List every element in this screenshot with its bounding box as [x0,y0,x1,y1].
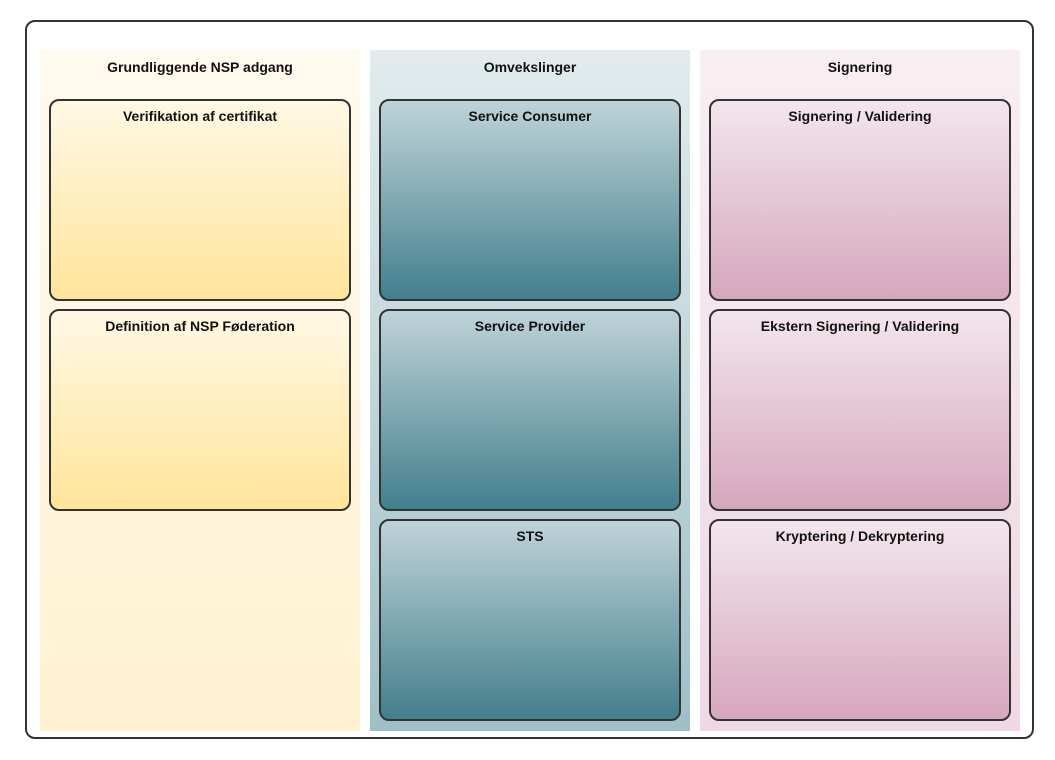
column-signering: Signering Signering / Validering Ekstern… [700,50,1020,731]
card-ekstern-signering-validering: Ekstern Signering / Validering [709,309,1011,511]
card-sts: STS [379,519,681,721]
card-signering-validering: Signering / Validering [709,99,1011,301]
card-title: Ekstern Signering / Validering [760,318,960,334]
column-title: Omvekslinger [483,59,577,75]
column-title: Signering [827,59,893,75]
card-service-consumer: Service Consumer [379,99,681,301]
column-omvekslinger: Omvekslinger Service Consumer Service Pr… [370,50,690,731]
card-title: Signering / Validering [788,108,932,124]
column-grundliggende-nsp-adgang: Grundliggende NSP adgang Verifikation af… [40,50,360,731]
card-title: Service Consumer [468,108,592,124]
card-definition-af-nsp-foederation: Definition af NSP Føderation [49,309,351,511]
card-title: Service Provider [474,318,586,334]
card-title: Kryptering / Dekryptering [775,528,945,544]
card-title: STS [516,528,544,544]
card-service-provider: Service Provider [379,309,681,511]
card-title: Definition af NSP Føderation [105,318,295,334]
card-kryptering-dekryptering: Kryptering / Dekryptering [709,519,1011,721]
card-title: Verifikation af certifikat [122,108,278,124]
card-verifikation-af-certifikat: Verifikation af certifikat [49,99,351,301]
column-title: Grundliggende NSP adgang [107,59,293,75]
